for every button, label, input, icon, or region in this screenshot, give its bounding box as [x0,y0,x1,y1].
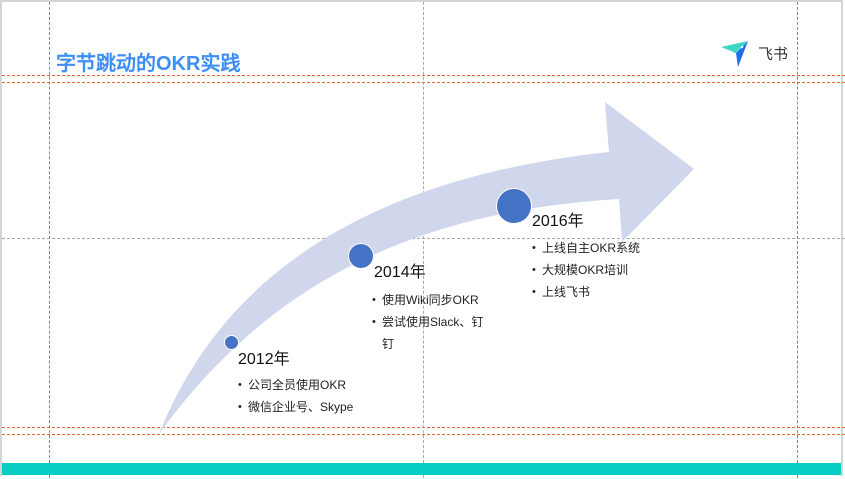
list-item: 使用Wiki同步OKR [372,289,490,311]
guide-vertical[interactable] [797,2,798,478]
timeline-year-2012[interactable]: 2012年 [238,351,290,368]
list-item: 公司全员使用OKR [238,374,353,396]
timeline-year-2016[interactable]: 2016年 [532,213,584,230]
list-item: 尝试使用Slack、钉钉 [372,311,490,355]
timeline-dot-2016[interactable] [496,188,532,224]
list-item: 上线自主OKR系统 [532,237,640,259]
timeline-list-2016[interactable]: 上线自主OKR系统 大规模OKR培训 上线飞书 [532,237,640,303]
timeline-dot-2014[interactable] [348,243,374,269]
logo-text: 飞书 [758,45,789,63]
list-item: 微信企业号、Skype [238,396,353,418]
timeline-year-2014[interactable]: 2014年 [374,264,426,281]
footer-accent-bar [2,463,841,475]
slide-title: 字节跳动的OKR实践 [56,53,241,75]
timeline-list-2012[interactable]: 公司全员使用OKR 微信企业号、Skype [238,374,353,418]
list-item: 大规模OKR培训 [532,259,640,281]
guide-vertical[interactable] [49,2,50,478]
timeline-list-2014[interactable]: 使用Wiki同步OKR 尝试使用Slack、钉钉 [372,289,490,355]
list-item: 上线飞书 [532,281,640,303]
feishu-paper-plane-icon [721,41,748,67]
guide-vertical-center[interactable] [423,2,424,478]
feishu-logo: 飞书 [720,38,788,68]
timeline-dot-2012[interactable] [224,335,239,350]
